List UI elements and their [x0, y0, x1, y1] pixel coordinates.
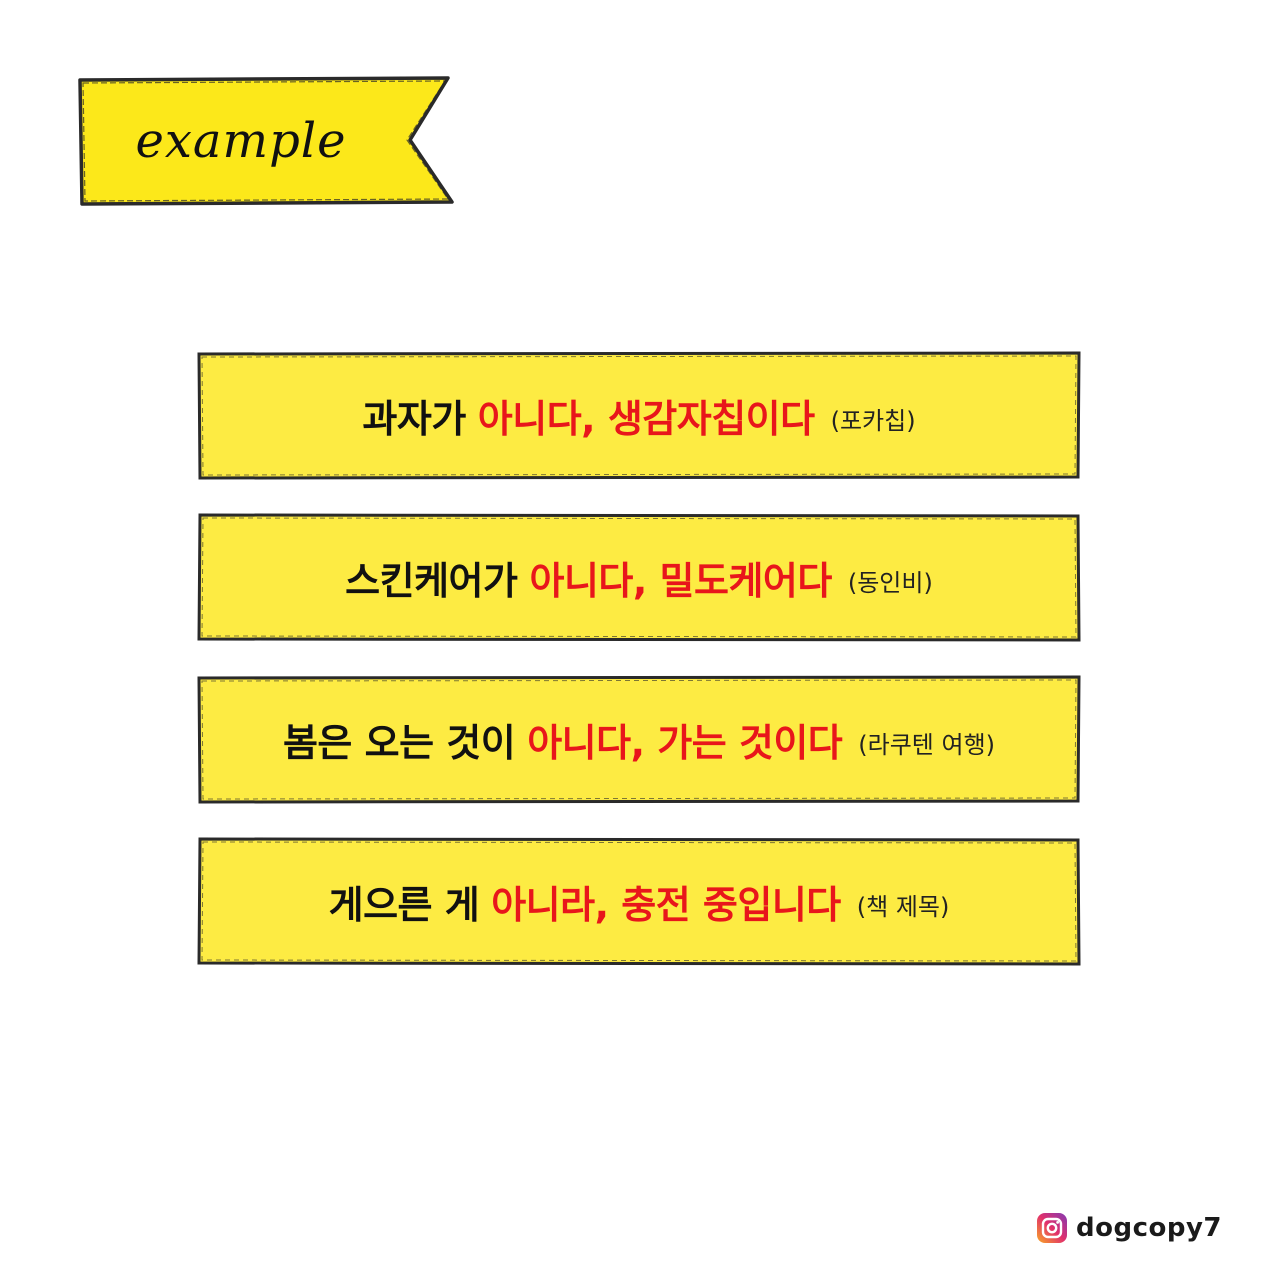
- strip-text: 스킨케어가 아니다, 밀도케어다 (동인비): [196, 512, 1082, 642]
- example-strip: 봄은 오는 것이 아니다, 가는 것이다 (라쿠텐 여행): [196, 674, 1082, 804]
- strip-source: (포카칩): [830, 406, 916, 435]
- strip-text: 게으른 게 아니라, 충전 중입니다 (책 제목): [196, 836, 1082, 966]
- strip-black-text: 과자가: [362, 396, 466, 441]
- example-list: 과자가 아니다, 생감자칩이다 (포카칩) 스킨케어가 아니다, 밀도케어다 (…: [196, 350, 1082, 998]
- example-banner: example: [76, 74, 456, 208]
- strip-shape: [197, 351, 1081, 480]
- strip-black-text: 게으른 게: [328, 882, 480, 927]
- strip-source: (책 제목): [856, 892, 950, 921]
- strip-red-text: 아니다, 생감자칩이다: [477, 396, 815, 441]
- strip-source: (라쿠텐 여행): [858, 730, 996, 759]
- instagram-handle[interactable]: dogcopy7: [1036, 1210, 1222, 1246]
- strip-black-text: 봄은 오는 것이: [282, 720, 516, 765]
- strip-shape: [197, 675, 1081, 804]
- strip-red-text: 아니다, 밀도케어다: [529, 558, 832, 603]
- strip-shape: [197, 513, 1081, 642]
- strip-red-text: 아니라, 충전 중입니다: [491, 882, 841, 927]
- example-strip: 게으른 게 아니라, 충전 중입니다 (책 제목): [196, 836, 1082, 966]
- strip-text: 봄은 오는 것이 아니다, 가는 것이다 (라쿠텐 여행): [196, 674, 1082, 804]
- example-strip: 과자가 아니다, 생감자칩이다 (포카칩): [196, 350, 1082, 480]
- strip-shape: [197, 837, 1081, 966]
- strip-source: (동인비): [847, 568, 933, 597]
- strip-black-text: 스킨케어가: [345, 558, 518, 603]
- handle-text: dogcopy7: [1076, 1213, 1223, 1243]
- banner-shape: [78, 76, 454, 206]
- instagram-icon: [1036, 1212, 1068, 1244]
- banner-label: example: [135, 113, 347, 169]
- example-strip: 스킨케어가 아니다, 밀도케어다 (동인비): [196, 512, 1082, 642]
- strip-text: 과자가 아니다, 생감자칩이다 (포카칩): [196, 350, 1082, 480]
- strip-red-text: 아니다, 가는 것이다: [527, 720, 843, 765]
